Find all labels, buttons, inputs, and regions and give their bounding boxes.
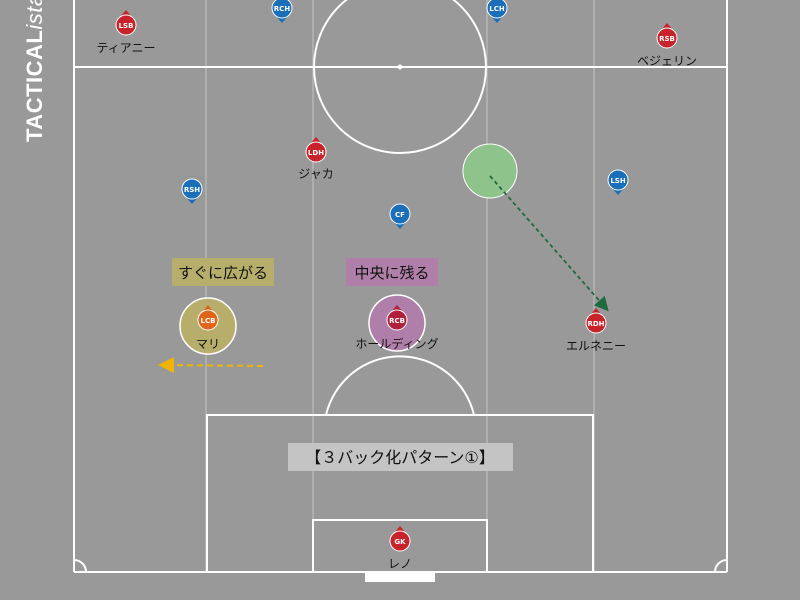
player-name: ホールディング: [355, 336, 438, 351]
player-rsb: RSB ベジェリン: [637, 23, 697, 68]
player-lch: LCH: [486, 0, 508, 23]
player-code: RSH: [184, 186, 200, 194]
player-code: CF: [395, 211, 405, 219]
player-rch: RCH: [271, 0, 293, 23]
player-name: ベジェリン: [637, 54, 697, 68]
player-name: ジャカ: [298, 167, 333, 181]
player-name: マリ: [196, 337, 220, 351]
logo-main: TACTICAL: [22, 29, 47, 142]
player-gk: GK レノ: [388, 526, 412, 571]
player-marker: [181, 178, 203, 200]
player-code: RDH: [587, 320, 604, 328]
tacticalista-logo: TACTICALista: [22, 0, 47, 142]
player-code: LCH: [489, 5, 505, 13]
diagram-title: 【３バック化パターン①】: [305, 448, 495, 467]
player-name: レノ: [388, 557, 412, 571]
player-lsh: LSH: [607, 169, 629, 195]
stay-center-label-box: 中央に残る: [346, 258, 438, 286]
center-spot: [397, 64, 403, 70]
player-rsh: RSH: [181, 178, 203, 204]
player-marker: [486, 0, 508, 19]
goal: [365, 572, 435, 582]
player-rdh: RDH エルネニー: [566, 308, 626, 353]
player-marker: [271, 0, 293, 19]
player-name: ティアニー: [96, 41, 155, 55]
player-rcb: RCB ホールディング: [355, 305, 439, 351]
player-marker: [115, 14, 137, 36]
player-marker: [607, 169, 629, 191]
player-name: エルネニー: [566, 339, 626, 353]
player-code: RCB: [389, 317, 405, 325]
player-code: LCB: [201, 317, 216, 325]
player-marker: [305, 141, 327, 163]
space-zone: [462, 143, 518, 199]
spread-label-box: すぐに広がる: [172, 258, 274, 286]
player-lcb: LCB マリ: [196, 305, 220, 351]
player-marker: [389, 530, 411, 552]
stay-center-label: 中央に残る: [354, 264, 429, 282]
logo-suffix: ista: [22, 0, 47, 30]
player-code: LSB: [119, 22, 134, 30]
player-marker: [389, 203, 411, 225]
player-marker: [197, 309, 219, 331]
player-cf: CF: [389, 203, 411, 229]
player-code: LSH: [610, 177, 626, 185]
player-marker: [656, 27, 678, 49]
spread-arrow: [158, 357, 264, 374]
players-layer: LSB ティアニー RCH LCH RSB ベジェリン LDH ジャカ RSH LSH CF LCB マ…: [96, 0, 697, 571]
spread-label: すぐに広がる: [178, 264, 268, 282]
run-arrow: [489, 175, 609, 312]
player-code: GK: [394, 538, 406, 546]
player-code: LDH: [308, 149, 324, 157]
player-marker: [386, 309, 408, 331]
player-code: RCH: [274, 5, 291, 13]
player-marker: [585, 312, 607, 334]
title-box: 【３バック化パターン①】: [288, 443, 513, 471]
player-lsb: LSB ティアニー: [96, 10, 156, 55]
player-code: RSB: [659, 35, 675, 43]
player-ldh: LDH ジャカ: [298, 137, 334, 181]
